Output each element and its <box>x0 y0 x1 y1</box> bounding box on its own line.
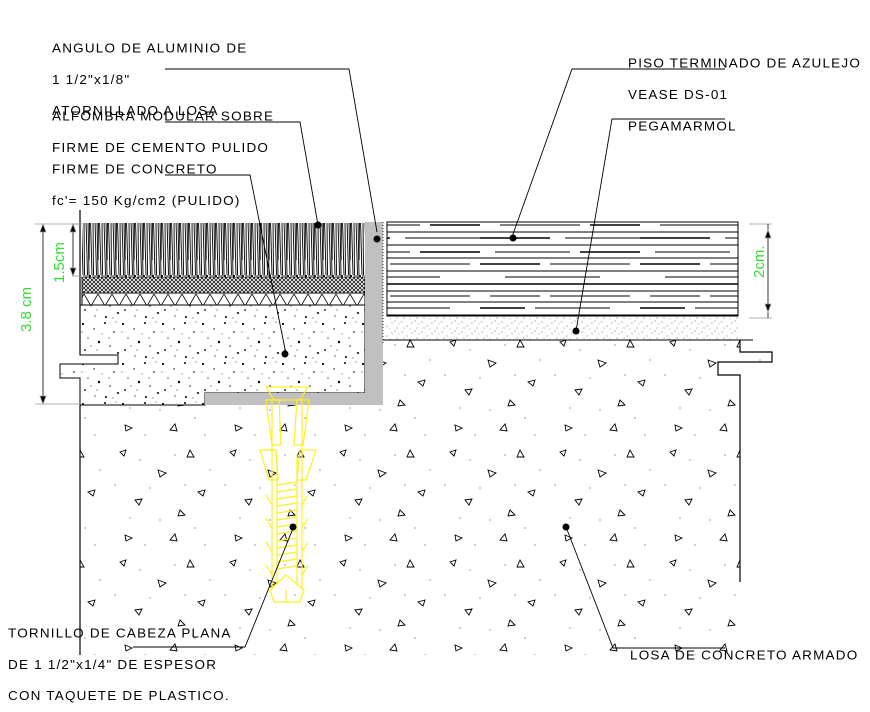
leader-lines <box>133 68 725 649</box>
label-line: ANGULO DE ALUMINIO DE <box>52 41 248 56</box>
label-line: CON TAQUETE DE PLASTICO. <box>8 688 230 703</box>
label-line: FIRME DE CONCRETO <box>52 162 218 177</box>
section-detail-drawing <box>35 68 773 655</box>
label-line: ATORNILLADO A LOSA <box>52 103 219 118</box>
label-concrete-slab: LOSA DE CONCRETO ARMADO <box>630 629 858 671</box>
leader-dots <box>281 221 580 531</box>
label-modular-carpet: ALFOMBRA MODULAR SOBRE FIRME DE CEMENTO … <box>52 90 274 163</box>
label-line: PEGAMARMOL <box>628 119 737 134</box>
adhesive-layer <box>385 316 738 340</box>
label-screw-anchor: TORNILLO DE CABEZA PLANA DE 1 1/2"x1/4" … <box>8 607 232 712</box>
label-concrete-screed: FIRME DE CONCRETO fc'= 150 Kg/cm2 (PULID… <box>52 143 241 216</box>
dimension-tile-thickness: 2cm. <box>751 245 768 278</box>
label-line: FIRME DE CEMENTO PULIDO <box>52 140 270 155</box>
dimension-carpet-thickness: 1.5cm <box>51 242 68 283</box>
label-line: VEASE DS-01 <box>628 87 729 102</box>
carpet-backing <box>81 276 366 294</box>
label-tile-floor: PISO TERMINADO DE AZULEJO VEASE DS-01 <box>628 37 861 110</box>
concrete-slab <box>79 340 773 655</box>
carpet-pile <box>82 223 365 277</box>
dimension-total-thickness: 3.8 cm <box>18 286 35 332</box>
dimension-lines <box>35 222 772 406</box>
label-line: TORNILLO DE CABEZA PLANA <box>8 626 232 641</box>
label-aluminum-angle: ANGULO DE ALUMINIO DE 1 1/2"x1/8" ATORNI… <box>52 22 248 127</box>
label-line: DE 1 1/2"x1/4" DE ESPESOR <box>8 657 218 672</box>
carpet-underlay <box>81 292 366 306</box>
label-line: LOSA DE CONCRETO ARMADO <box>630 648 859 663</box>
label-line: ALFOMBRA MODULAR SOBRE <box>52 109 275 124</box>
label-line: PISO TERMINADO DE AZULEJO <box>628 56 862 71</box>
screw-anchor <box>259 386 317 603</box>
label-line: 1 1/2"x1/8" <box>52 72 131 87</box>
label-line: fc'= 150 Kg/cm2 (PULIDO) <box>52 193 241 208</box>
label-adhesive: PEGAMARMOL <box>628 100 737 142</box>
ceramic-tile <box>386 221 739 317</box>
aluminum-angle <box>205 222 383 405</box>
